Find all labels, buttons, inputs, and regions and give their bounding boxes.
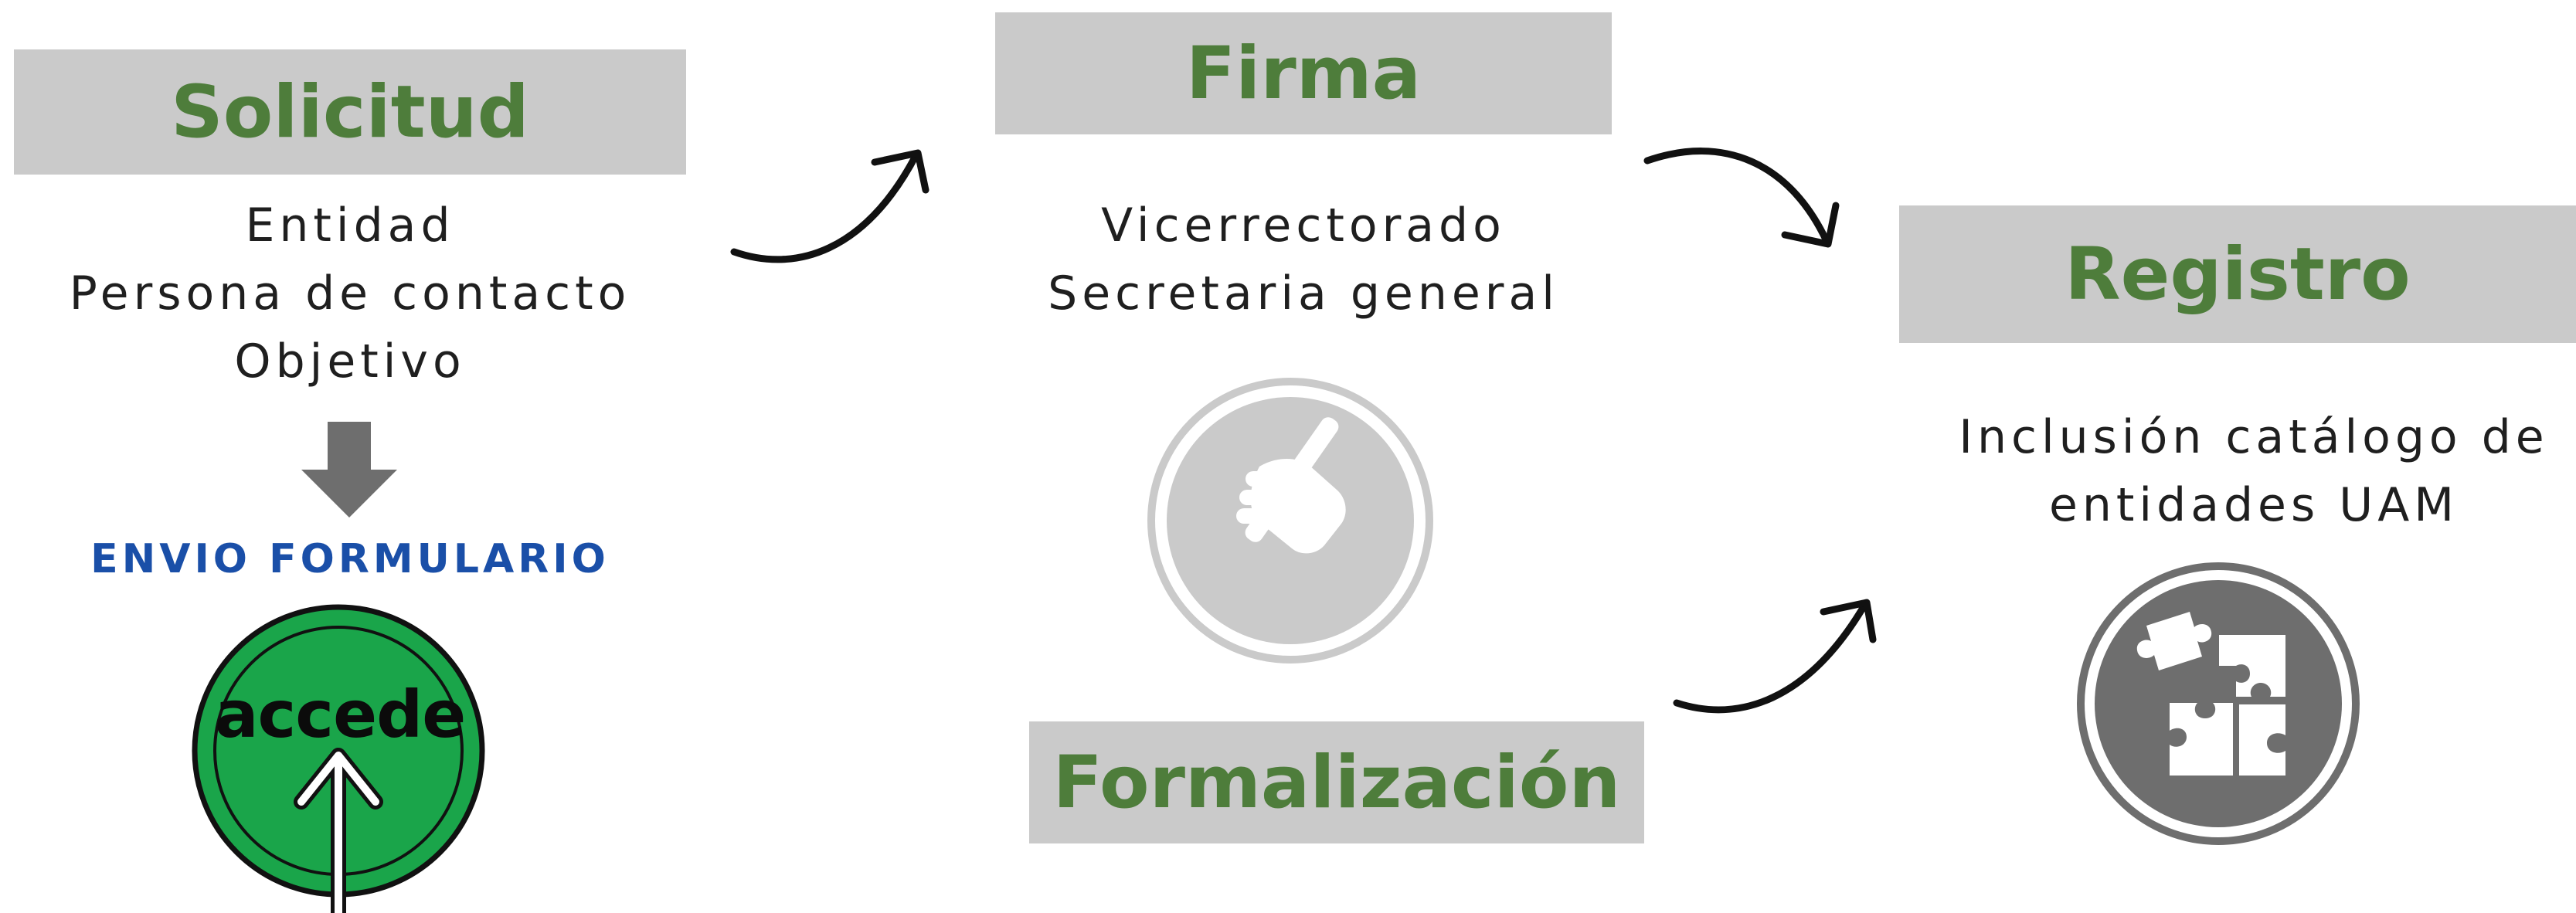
- solicitud-item-persona-contacto: Persona de contacto: [69, 266, 631, 321]
- puzzle-icon: [2077, 562, 2360, 845]
- accede-button[interactable]: accede: [192, 602, 488, 913]
- formalizacion-title: Formalización: [1052, 740, 1621, 825]
- firma-item-secretaria-general: Secretaria general: [1048, 266, 1559, 321]
- arrow-solicitud-to-firma-icon: [730, 149, 929, 263]
- formalizacion-title-box: Formalización: [1029, 721, 1644, 843]
- envio-formulario-label[interactable]: ENVIO FORMULARIO: [90, 536, 610, 582]
- solicitud-item-entidad: Entidad: [245, 199, 455, 253]
- solicitud-title-box: Solicitud: [14, 49, 686, 175]
- arrow-up-icon: [294, 748, 383, 913]
- solicitud-item-objetivo: Objetivo: [234, 334, 466, 389]
- solicitud-title: Solicitud: [171, 70, 529, 154]
- firma-title-box: Firma: [995, 12, 1612, 134]
- registro-title: Registro: [2065, 232, 2411, 317]
- registro-item-inclusion: Inclusión catálogo de: [1959, 410, 2549, 464]
- registro-title-box: Registro: [1899, 205, 2576, 343]
- arrow-formalizacion-to-registro-icon: [1673, 599, 1877, 714]
- signing-hand-icon: [1147, 378, 1433, 664]
- arrow-down-icon: [301, 422, 397, 518]
- firma-title: Firma: [1185, 31, 1422, 116]
- solicitud-items: Entidad Persona de contacto Objetivo: [0, 192, 700, 395]
- arrow-firma-to-registro-icon: [1643, 148, 1840, 248]
- registro-item-entidades: entidades UAM: [2048, 478, 2459, 532]
- accede-button-label: accede: [214, 677, 466, 752]
- firma-items: Vicerrectorado Secretaria general: [995, 192, 1612, 328]
- registro-items: Inclusión catálogo de entidades UAM: [1932, 403, 2576, 539]
- firma-item-vicerrectorado: Vicerrectorado: [1101, 199, 1506, 253]
